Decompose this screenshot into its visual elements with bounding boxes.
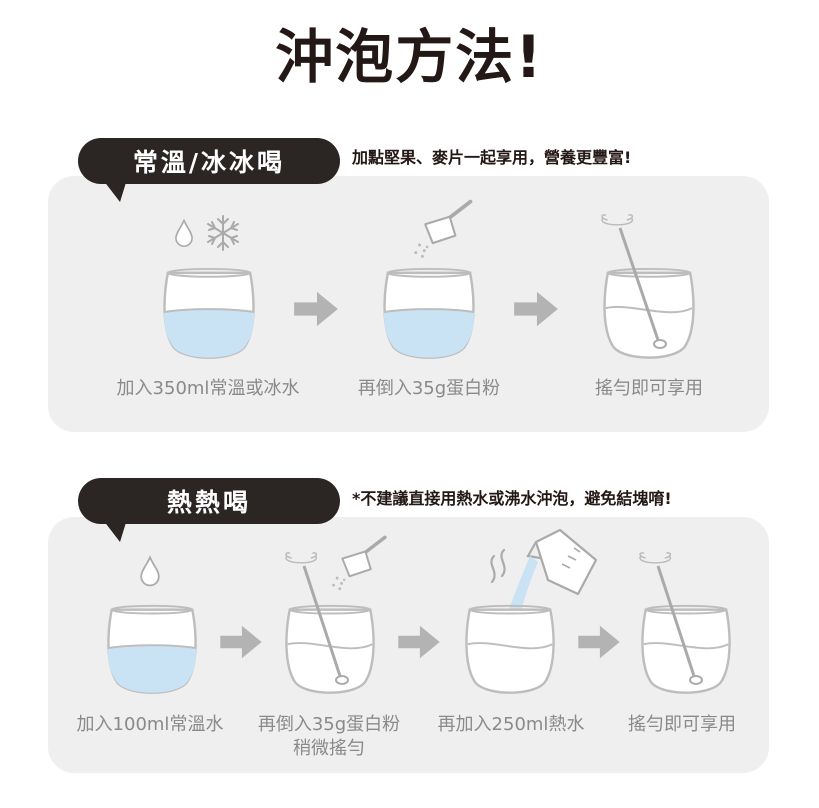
steam-icon bbox=[490, 548, 506, 584]
glass-water-icon bbox=[106, 604, 198, 694]
water-drop-icon bbox=[140, 556, 160, 587]
spoon-icon bbox=[302, 565, 349, 685]
spoon-icon bbox=[618, 227, 667, 349]
step-caption: 再倒入35g蛋白粉 bbox=[357, 378, 501, 399]
step-caption: 加入350ml常溫或冰水 bbox=[116, 378, 300, 399]
step-caption: 再倒入35g蛋白粉 bbox=[257, 714, 401, 735]
stir-spoon-icon bbox=[285, 552, 318, 564]
stir-spoon-icon bbox=[601, 214, 634, 226]
glass-water-icon bbox=[382, 267, 476, 359]
section-badge-room-temp: 常溫/冰冰喝 bbox=[78, 138, 340, 184]
glass-milk-icon bbox=[465, 604, 555, 694]
step-caption: 加入100ml常溫水 bbox=[76, 714, 224, 735]
stir-spoon-icon bbox=[639, 552, 672, 564]
glass-water-icon bbox=[162, 267, 256, 359]
arrow-icon bbox=[514, 291, 558, 327]
arrow-icon bbox=[578, 625, 620, 659]
step-caption-line2: 稍微搖勻 bbox=[293, 738, 365, 759]
arrow-icon bbox=[220, 625, 262, 659]
powder-scoop-icon bbox=[412, 199, 473, 260]
step-caption: 搖勻即可享用 bbox=[628, 714, 736, 735]
spoon-icon bbox=[656, 565, 703, 685]
water-drop-icon bbox=[175, 219, 193, 248]
section-note-hot: *不建議直接用熱水或沸水沖泡，避免結塊唷! bbox=[352, 489, 672, 508]
arrow-icon bbox=[398, 625, 440, 659]
section-badge-hot: 熱熱喝 bbox=[78, 478, 340, 524]
step-caption: 再加入250ml熱水 bbox=[437, 714, 585, 735]
page-title: 沖泡方法! bbox=[275, 23, 544, 91]
step-caption: 搖勻即可享用 bbox=[595, 378, 703, 399]
snowflake-icon bbox=[207, 215, 239, 251]
arrow-icon bbox=[294, 291, 338, 327]
powder-scoop-icon bbox=[330, 535, 387, 592]
section-note-room-temp: 加點堅果、麥片一起享用，營養更豐富! bbox=[352, 148, 632, 167]
